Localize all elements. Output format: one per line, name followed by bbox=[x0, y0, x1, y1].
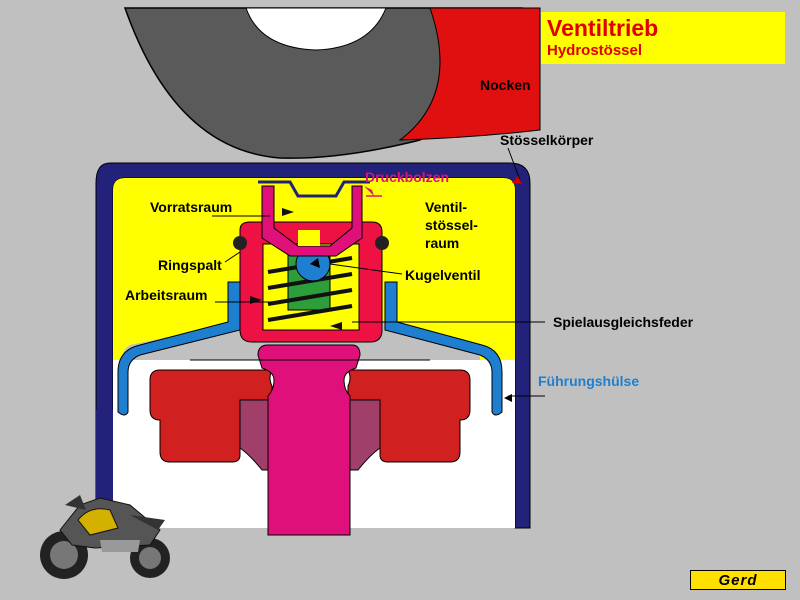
motorcycle-image bbox=[40, 495, 170, 579]
cam-shaft-hole bbox=[245, 7, 387, 51]
logo-text: Gerd bbox=[718, 571, 758, 589]
label-nocken: Nocken bbox=[480, 77, 531, 93]
title-sub: Hydrostössel bbox=[547, 42, 643, 59]
valve-stem bbox=[257, 344, 361, 536]
body-arrow bbox=[512, 176, 522, 184]
label-ventil: Ventil- bbox=[425, 199, 467, 215]
guide-sleeve-right bbox=[384, 281, 503, 416]
label-arbeitsraum: Arbeitsraum bbox=[125, 287, 207, 303]
label-druckbolzen: Druckbolzen bbox=[365, 169, 449, 185]
spring-retainer-left bbox=[149, 369, 273, 463]
cam bbox=[123, 7, 541, 159]
tappet-face-bump bbox=[258, 180, 370, 198]
ball-arrow bbox=[310, 258, 320, 268]
leader-lines bbox=[212, 147, 545, 397]
label-ringspalt: Ringspalt bbox=[158, 257, 222, 273]
cam-lobe bbox=[398, 7, 541, 141]
seal-ring-right bbox=[375, 236, 389, 250]
label-fuehrungshuelse: Führungshülse bbox=[538, 373, 639, 389]
valve-cotter-right bbox=[347, 399, 381, 471]
pressure-bolt bbox=[261, 185, 363, 257]
druckbolzen-pointer bbox=[364, 186, 374, 196]
label-spielausgleichsfeder: Spielausgleichsfeder bbox=[553, 314, 694, 330]
label-stoesselkoerper: Stösselkörper bbox=[500, 132, 594, 148]
label-raum: raum bbox=[425, 235, 459, 251]
gerd-logo: Gerd bbox=[690, 570, 786, 590]
spring-retainer-right bbox=[347, 369, 471, 463]
title-box: Ventiltrieb Hydrostössel bbox=[541, 12, 785, 64]
label-stoessel: stössel- bbox=[425, 217, 478, 233]
title-main: Ventiltrieb bbox=[547, 15, 659, 41]
label-vorratsraum: Vorratsraum bbox=[150, 199, 232, 215]
sleeve-arrow bbox=[504, 394, 512, 402]
bolt-oil-hole bbox=[298, 230, 320, 246]
seal-ring-left bbox=[233, 236, 247, 250]
label-kugelventil: Kugelventil bbox=[405, 267, 480, 283]
guide-sleeve-left bbox=[117, 281, 241, 416]
